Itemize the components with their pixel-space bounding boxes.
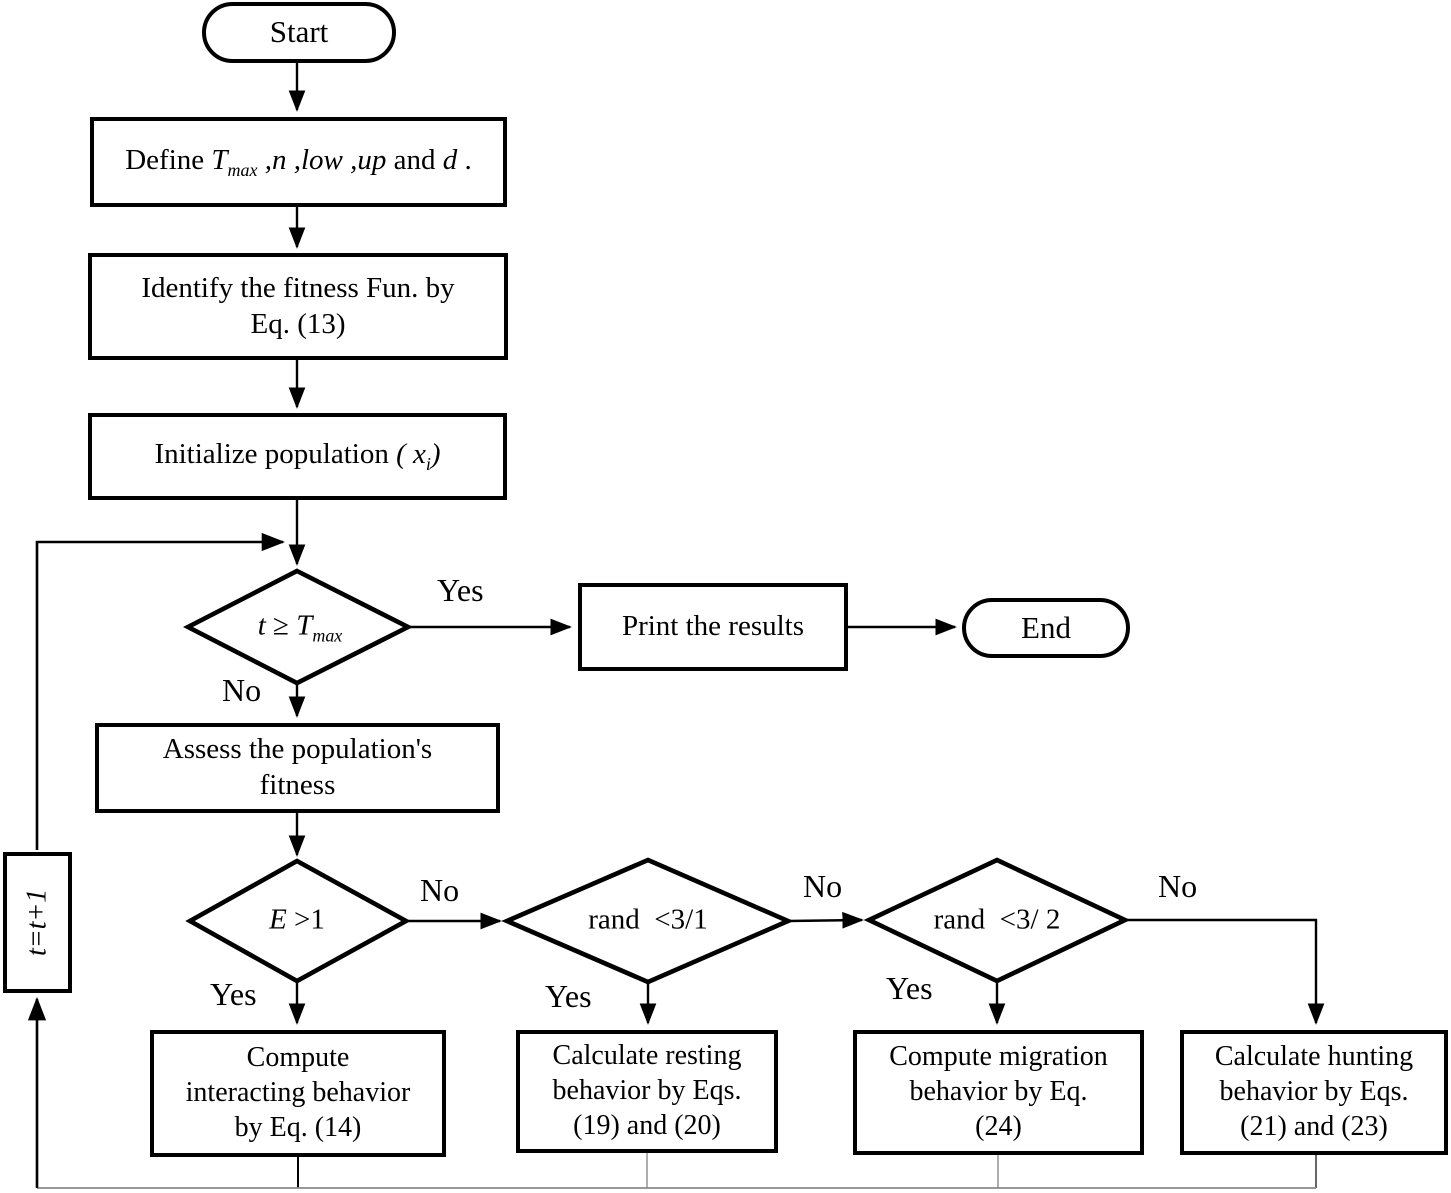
- resting-line2: behavior by Eqs.: [552, 1075, 742, 1107]
- migration-behavior-node: Compute migration behavior by Eq. (24): [853, 1030, 1144, 1155]
- edge-d4-no-hunting: [1125, 918, 1325, 1025]
- interacting-line3: by Eq. (14): [234, 1111, 362, 1143]
- hunting-behavior-node: Calculate hunting behavior by Eqs. (21) …: [1180, 1030, 1448, 1155]
- initialize-population-node: Initialize population ( xi): [88, 413, 507, 500]
- increment-t-node: t=t+1: [3, 852, 72, 993]
- initialize-population-label: Initialize population ( xi): [154, 438, 441, 475]
- rand2-check-label: rand <3/ 2: [933, 903, 1061, 936]
- d2-yes-label: Yes: [210, 976, 257, 1012]
- hunting-line3: (21) and (23): [1240, 1110, 1388, 1142]
- edge-loopbox-to-d1: [35, 532, 286, 850]
- identify-fitness-line1: Identify the fitness Fun. by: [141, 271, 455, 304]
- decision-diamonds: [182, 568, 1131, 985]
- e-check-label: E >1: [269, 903, 325, 936]
- d2-no-label: No: [420, 872, 460, 908]
- print-results-node: Print the results: [578, 583, 848, 671]
- diamond-rand1-check: [501, 857, 794, 985]
- end-label: End: [1021, 609, 1071, 645]
- tmax-check-label: t ≥ Tmax: [257, 609, 343, 646]
- define-params-label: Define Tmax ,n ,low ,up and d .: [125, 143, 472, 180]
- d3-no-label: No: [803, 868, 843, 904]
- resting-behavior-node: Calculate resting behavior by Eqs. (19) …: [516, 1030, 778, 1153]
- edge-d3-no-d4: [787, 911, 864, 929]
- print-results-label: Print the results: [621, 610, 805, 643]
- migration-line1: Compute migration: [889, 1041, 1108, 1073]
- assess-fitness-line2: fitness: [259, 769, 336, 801]
- identify-fitness-node: Identify the fitness Fun. by Eq. (13): [88, 253, 508, 360]
- d4-no-label: No: [1158, 868, 1198, 904]
- assess-fitness-line1: Assess the population's: [162, 733, 433, 766]
- interacting-line2: interacting behavior: [185, 1077, 411, 1109]
- hunting-line2: behavior by Eqs.: [1219, 1076, 1409, 1108]
- diamond-rand2-check: [863, 857, 1131, 984]
- start-label: Start: [269, 14, 329, 50]
- hunting-line1: Calculate hunting: [1214, 1041, 1414, 1073]
- resting-line1: Calculate resting: [552, 1040, 742, 1072]
- interacting-behavior-node: Compute interacting behavior by Eq. (14): [150, 1030, 446, 1157]
- d1-yes-label: Yes: [437, 572, 484, 608]
- assess-fitness-node: Assess the population's fitness: [95, 723, 500, 813]
- end-node: End: [962, 598, 1130, 658]
- resting-line3: (19) and (20): [573, 1109, 721, 1141]
- identify-fitness-line2: Eq. (13): [250, 307, 346, 340]
- diamond-tmax-check: [182, 568, 414, 686]
- start-node: Start: [202, 2, 396, 63]
- increment-t-label: t=t+1: [21, 888, 53, 957]
- migration-line2: behavior by Eq.: [909, 1076, 1088, 1108]
- define-params-node: Define Tmax ,n ,low ,up and d .: [90, 117, 507, 207]
- d3-yes-label: Yes: [545, 978, 592, 1014]
- rand1-check-label: rand <3/1: [588, 903, 708, 936]
- d4-yes-label: Yes: [886, 970, 933, 1006]
- connectors: [27, 63, 1325, 1189]
- migration-line3: (24): [975, 1110, 1022, 1142]
- d1-no-label: No: [222, 672, 262, 708]
- diamond-e-check: [185, 858, 411, 984]
- interacting-line1: Compute: [246, 1042, 350, 1074]
